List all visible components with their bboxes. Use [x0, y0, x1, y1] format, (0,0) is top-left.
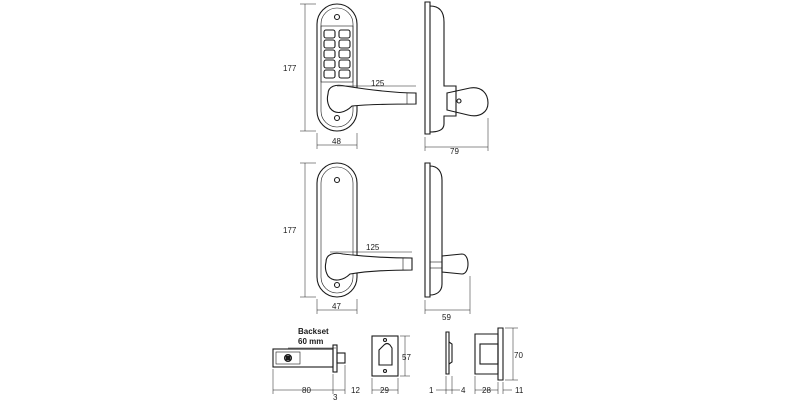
key-button	[323, 59, 336, 69]
strike-section: 1 4	[429, 331, 466, 395]
side-view-plain: 59	[424, 162, 471, 322]
side-body	[429, 5, 457, 133]
screw-icon	[382, 368, 388, 374]
strike-plate: 57 29	[371, 335, 411, 395]
side-lever	[446, 87, 489, 117]
backset-value: 60 mm	[298, 337, 323, 346]
key-button	[323, 39, 336, 49]
key-button	[338, 49, 351, 59]
dim-label-height: 177	[283, 64, 297, 73]
dim-label-depth: 28	[482, 386, 491, 395]
front-view-keypad: 177 125 48	[283, 3, 417, 149]
dim-label-b: 4	[461, 386, 466, 395]
backset-label: Backset	[298, 327, 329, 336]
dim-label-width: 47	[332, 302, 341, 311]
keep-body	[474, 333, 499, 375]
box-keep: 70 28 11	[474, 327, 524, 395]
backplate-outer	[316, 162, 358, 298]
door-plate	[424, 162, 431, 298]
backplate-outer	[316, 3, 358, 132]
dim-label-depth: 59	[442, 313, 451, 322]
key-button	[338, 39, 351, 49]
tubular-latch: Backset 60 mm 80 12 3	[272, 327, 360, 400]
dim-label-face: 12	[351, 386, 360, 395]
side-body	[429, 165, 443, 296]
screw-icon	[333, 281, 341, 289]
dim-label-length: 80	[302, 386, 311, 395]
screw-icon	[333, 114, 341, 122]
screw-icon	[333, 13, 341, 21]
dim-label-offset: 11	[515, 386, 524, 395]
dim-label-width: 48	[332, 137, 341, 146]
key-button	[323, 69, 336, 79]
strike-section-lip	[448, 341, 453, 365]
key-button	[338, 59, 351, 69]
backplate-inner	[320, 166, 354, 294]
door-plate	[424, 1, 431, 135]
dim-label-small: 3	[333, 393, 338, 400]
dim-label-width: 29	[380, 386, 389, 395]
latch-forend	[332, 344, 338, 373]
latch-bolt	[336, 352, 346, 364]
lever-handle	[326, 84, 417, 114]
keypad-buttons	[323, 29, 351, 79]
dim-label-height: 177	[283, 226, 297, 235]
strike-section-edge	[445, 331, 450, 375]
spindle-hole-icon	[283, 353, 293, 363]
screw-icon	[382, 337, 388, 343]
strike-opening	[378, 342, 393, 366]
front-view-plain: 177 125 47	[283, 162, 413, 314]
dim-label-lever: 125	[371, 79, 385, 88]
key-button	[338, 29, 351, 39]
dim-label-lever: 125	[366, 243, 380, 252]
keep-flange	[497, 327, 504, 381]
side-lever	[441, 253, 469, 275]
screw-icon	[333, 176, 341, 184]
dim-label-a: 1	[429, 386, 434, 395]
lever-handle	[324, 252, 413, 281]
dim-label-height: 57	[402, 353, 411, 362]
keypad	[320, 25, 354, 83]
key-button	[323, 49, 336, 59]
keep-pocket	[479, 343, 499, 365]
key-button	[338, 69, 351, 79]
spindle-square	[285, 355, 291, 361]
strike-plate-body	[371, 335, 399, 377]
keypad-frame	[320, 25, 354, 83]
dim-label-height: 70	[514, 351, 523, 360]
key-button	[323, 29, 336, 39]
latch-follower	[275, 351, 301, 365]
side-view-keypad: 79	[424, 1, 489, 156]
spindle-icon	[456, 98, 462, 104]
dim-label-depth: 79	[450, 147, 459, 156]
